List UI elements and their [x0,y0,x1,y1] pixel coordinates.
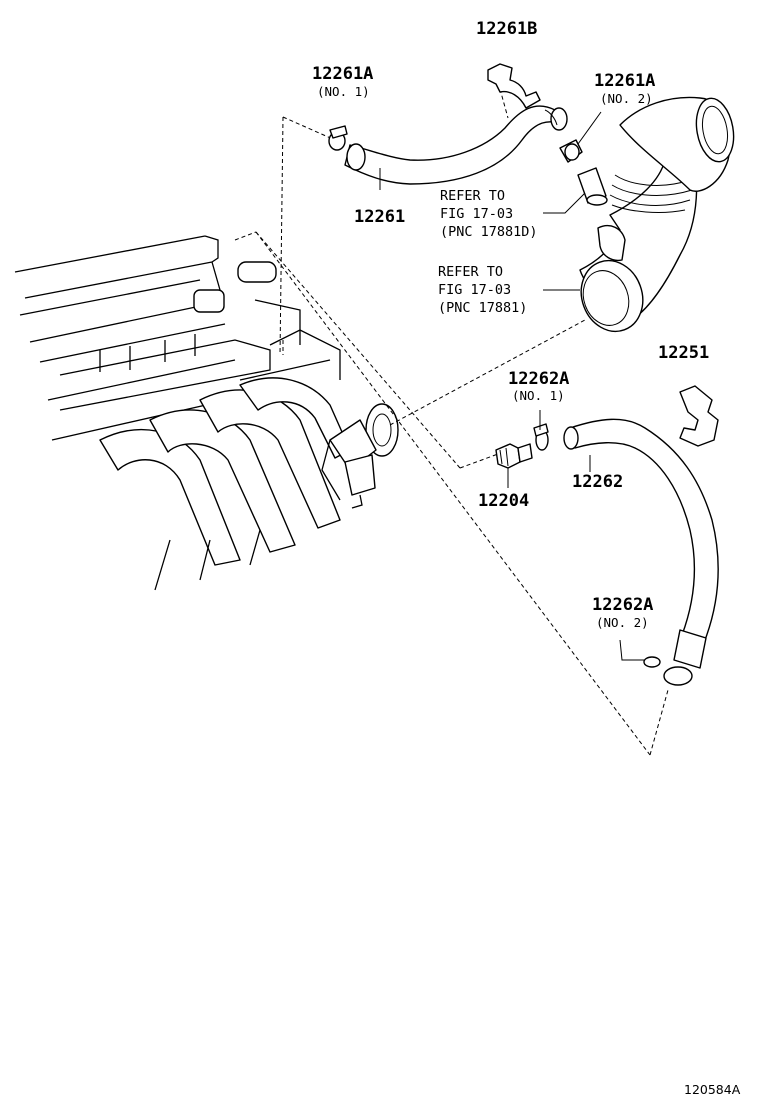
clamp-12262a-no1 [533,423,549,451]
dashed-reference-lines [234,88,669,756]
bracket-12261b [487,63,541,109]
leader-lines [379,111,645,661]
hose-12261 [344,105,568,185]
label-12261a-no2-sub: (NO. 2) [600,91,653,106]
figure-id: 120584A [684,1082,741,1097]
clamp-12262a-no2 [643,656,693,686]
hose-12262 [563,418,719,669]
label-12262a-no1-sub: (NO. 1) [512,388,565,403]
label-12251: 12251 [658,343,709,363]
label-12261a-no2: 12261A [594,71,655,91]
label-12262a-no2-sub: (NO. 2) [596,615,649,630]
refer2-line2: FIG 17-03 [438,282,511,298]
label-12261a-no1: 12261A [312,64,373,84]
label-12261b: 12261B [476,19,537,39]
label-12262a-no1: 12262A [508,369,569,389]
clamp-12261a-no2 [559,139,583,163]
clamp-12261a-no1 [328,125,348,151]
union-12204 [495,443,533,469]
engine-block-illustration [14,235,399,591]
refer1-line2: FIG 17-03 [440,206,513,222]
refer2-line1: REFER TO [438,264,503,280]
connector-pipe [577,167,608,206]
refer2-line3: (PNC 17881) [438,300,527,316]
bracket-12251 [679,385,719,447]
label-12261a-no1-sub: (NO. 1) [317,84,370,99]
refer1-line3: (PNC 17881D) [440,224,538,240]
label-12204: 12204 [478,491,529,511]
label-12262a-no2: 12262A [592,595,653,615]
air-intake-hose [579,96,735,333]
refer1-line1: REFER TO [440,188,505,204]
label-12261: 12261 [354,207,405,227]
label-12262: 12262 [572,472,623,492]
